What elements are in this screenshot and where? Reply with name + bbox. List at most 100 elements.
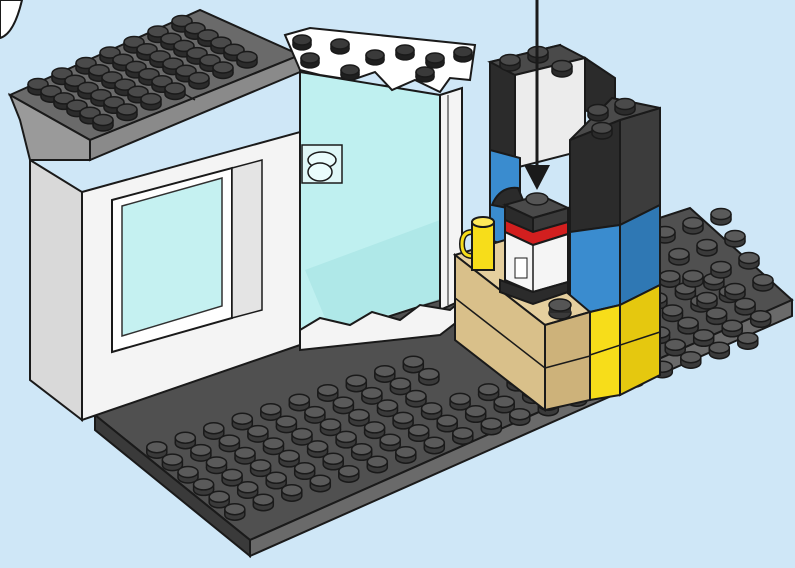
baseplate-stud (697, 293, 717, 310)
baseplate-stud (390, 378, 410, 395)
baseplate-stud (753, 275, 773, 292)
glass-top-stud (396, 45, 414, 60)
baseplate-stud (147, 442, 167, 459)
baseplate-stud (450, 393, 470, 410)
white-wall-section (10, 10, 300, 420)
baseplate-stud (751, 311, 771, 328)
baseplate-stud (207, 457, 227, 474)
baseplate-stud (194, 479, 214, 496)
glass-corner-panel (285, 28, 475, 350)
baseplate-stud (253, 494, 273, 511)
baseplate-stud (209, 491, 229, 508)
baseplate-stud (403, 356, 423, 373)
baseplate-stud (321, 419, 341, 436)
baseplate-stud (419, 369, 439, 386)
baseplate-stud (204, 423, 224, 440)
baseplate-stud (725, 231, 745, 248)
baseplate-stud (697, 240, 717, 257)
baseplate-stud (735, 298, 755, 315)
baseplate-stud (279, 450, 299, 467)
roof-stud (141, 94, 161, 111)
baseplate-stud (725, 284, 745, 301)
roof-stud (93, 115, 113, 132)
baseplate-stud (694, 330, 714, 347)
baseplate-stud (222, 469, 242, 486)
glass-top-stud (426, 53, 444, 68)
baseplate-stud (739, 253, 759, 270)
roof-stud (213, 62, 233, 79)
baseplate-stud (669, 249, 689, 266)
baseplate-stud (305, 407, 325, 424)
baseplate-stud (178, 467, 198, 484)
baseplate-stud (292, 429, 312, 446)
baseplate-stud (663, 305, 683, 322)
baseplate-stud (318, 385, 338, 402)
baseplate-stud (510, 409, 530, 426)
baseplate-stud (232, 413, 252, 430)
transparent-round-brick (302, 145, 342, 183)
baseplate-stud (339, 466, 359, 483)
baseplate-stud (225, 504, 245, 521)
baseplate-stud (722, 320, 742, 337)
baseplate-stud (466, 406, 486, 423)
baseplate-stud (295, 463, 315, 480)
front-blue-brick-face (570, 225, 620, 312)
baseplate-stud (248, 426, 268, 443)
baseplate-stud (251, 460, 271, 477)
stack-stud (500, 55, 520, 72)
baseplate-stud (346, 375, 366, 392)
baseplate-stud (665, 339, 685, 356)
glass-top-stud (454, 47, 472, 62)
baseplate-stud (424, 437, 444, 454)
roof-stud (165, 83, 185, 100)
baseplate-stud (494, 396, 514, 413)
baseplate-stud (683, 218, 703, 235)
baseplate-stud (349, 410, 369, 427)
glass-top-stud (366, 50, 384, 65)
baseplate-stud (709, 342, 729, 359)
step-badge-corner (0, 0, 22, 38)
front-yellow-brick-side (620, 285, 660, 395)
baseplate-stud (453, 428, 473, 445)
baseplate-stud (393, 412, 413, 429)
baseplate-stud (738, 333, 758, 350)
baseplate-stud (289, 394, 309, 411)
stack-stud (615, 99, 635, 116)
glass-top-stud (301, 53, 319, 68)
glass-top-stud (331, 39, 349, 54)
left-wall-side (30, 160, 82, 420)
glass-top-stud (341, 65, 359, 80)
glass-top-stud (416, 67, 434, 82)
baseplate-stud (282, 485, 302, 502)
baseplate-stud (380, 434, 400, 451)
baseplate-stud (162, 454, 182, 471)
baseplate-stud (683, 271, 703, 288)
baseplate-stud (266, 472, 286, 489)
baseplate-stud (310, 475, 330, 492)
baseplate-stud (660, 271, 680, 288)
baseplate-stud (367, 456, 387, 473)
baseplate-stud (396, 447, 416, 464)
baseplate-stud (261, 404, 281, 421)
baseplate-stud (238, 482, 258, 499)
baseplate-stud (333, 397, 353, 414)
baseplate-stud (678, 317, 698, 334)
tan-counter-front (545, 312, 590, 410)
stack-stud (592, 123, 612, 140)
baseplate-stud (276, 416, 296, 433)
stack-stud (552, 61, 572, 78)
baseplate-stud (323, 453, 343, 470)
baseplate-stud (336, 431, 356, 448)
baseplate-stud (191, 445, 211, 462)
baseplate-stud (711, 209, 731, 226)
baseplate-stud (406, 391, 426, 408)
front-yellow-brick-face (590, 305, 620, 400)
baseplate-stud (264, 438, 284, 455)
baseplate-stud (175, 432, 195, 449)
baseplate-stud (707, 308, 727, 325)
baseplate-stud (409, 425, 429, 442)
baseplate-stud (681, 352, 701, 369)
tan-counter-stud (549, 299, 571, 319)
baseplate-stud (422, 403, 442, 420)
